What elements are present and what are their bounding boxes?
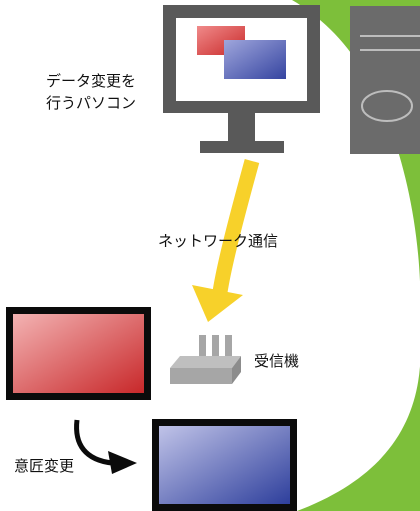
design-change-arrow-head <box>108 451 137 474</box>
pc-label-line2: 行うパソコン <box>46 94 137 112</box>
receiver-icon <box>170 335 241 384</box>
design-change-arrow <box>74 419 113 466</box>
pc-tower-icon <box>350 6 420 154</box>
design-change-label: 意匠変更 <box>14 457 75 475</box>
network-arrow-head <box>192 285 243 322</box>
display-before-icon <box>6 307 151 400</box>
receiver-label: 受信機 <box>254 352 300 370</box>
pc-monitor-icon <box>163 5 320 153</box>
display-after-icon <box>152 419 297 511</box>
network-arrow <box>212 159 260 294</box>
network-label: ネットワーク通信 <box>158 232 279 250</box>
pc-label-line1: データ変更を <box>46 72 137 90</box>
